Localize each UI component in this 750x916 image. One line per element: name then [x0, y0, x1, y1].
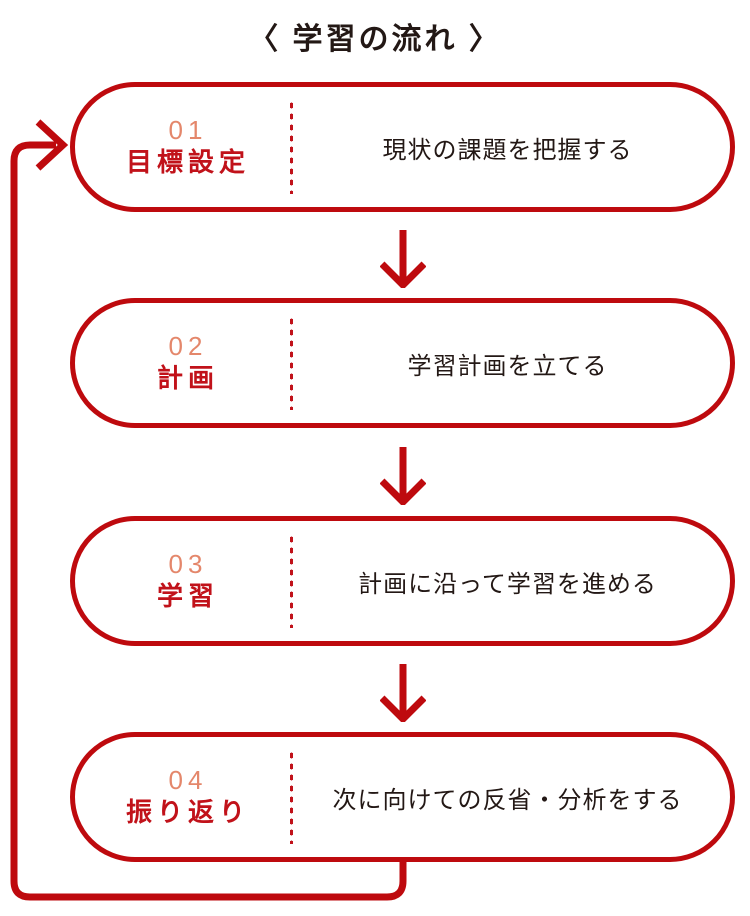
dotted-divider-icon [290, 100, 293, 194]
step-label-04: 04 振り返り [75, 737, 290, 857]
step-number: 02 [168, 330, 208, 361]
page-title: 〈 学習の流れ 〉 [248, 23, 502, 56]
step-description: 現状の課題を把握する [382, 136, 633, 164]
step-description: 次に向けての反省・分析をする [332, 786, 683, 814]
step-label-03: 03 学習 [75, 521, 290, 641]
step-name: 振り返り [125, 796, 250, 827]
step-card-01[interactable]: 01 目標設定 現状の課題を把握する [70, 82, 735, 212]
step-number: 01 [168, 114, 208, 145]
step-card-03[interactable]: 03 学習 計画に沿って学習を進める [70, 516, 735, 646]
step-label-01: 01 目標設定 [75, 87, 290, 207]
arrow-down-icon [380, 664, 426, 722]
dotted-divider-icon [290, 534, 293, 628]
step-name: 学習 [156, 580, 219, 611]
step-name: 目標設定 [125, 146, 250, 177]
arrow-down-icon [380, 447, 426, 505]
step-description: 学習計画を立てる [407, 352, 608, 380]
dotted-divider-icon [290, 316, 293, 410]
arrow-down-icon [380, 230, 426, 288]
dotted-divider-icon [290, 750, 293, 844]
step-description: 計画に沿って学習を進める [358, 570, 657, 598]
step-label-02: 02 計画 [75, 303, 290, 423]
step-number: 04 [168, 764, 208, 795]
step-card-04[interactable]: 04 振り返り 次に向けての反省・分析をする [70, 732, 735, 862]
step-name: 計画 [156, 362, 219, 393]
step-card-02[interactable]: 02 計画 学習計画を立てる [70, 298, 735, 428]
step-number: 03 [168, 548, 208, 579]
